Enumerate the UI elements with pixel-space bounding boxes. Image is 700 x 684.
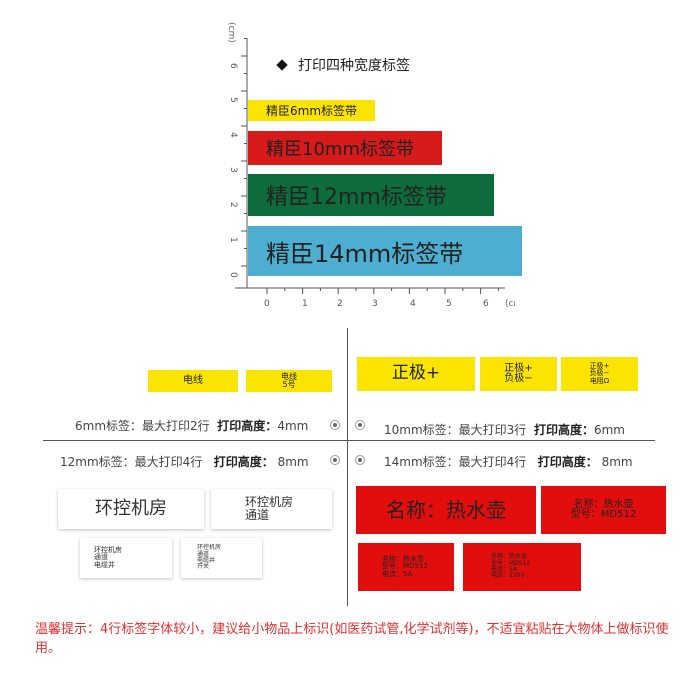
tape-12mm: 精臣12mm标签带	[248, 174, 494, 216]
sample-12mm-1line: 环控机房	[58, 489, 204, 529]
sample-14mm-1line: 名称：热水壶	[356, 486, 536, 534]
spec-14mm: 14mm标签：最大打印4行 打印高度： 8mm	[384, 455, 633, 469]
tape-14mm: 精臣14mm标签带	[248, 226, 522, 276]
warm-tip: 温馨提示：4行标签字体较小，建议给小物品上标识(如医药试管,化学试剂等)，不适宜…	[35, 622, 669, 656]
ruler-unit-x: (cm)	[505, 299, 515, 309]
sample-10mm-3line: 正极+ 负极− 电阻Ω	[561, 357, 638, 391]
sample-14mm-2line: 名称：热水壶 型号：MD512	[541, 486, 666, 534]
sample-10mm-2line: 正极+ 负极−	[480, 357, 557, 391]
x-tick-3: 3	[372, 299, 378, 309]
y-tick-4: 4	[228, 132, 238, 138]
sample-14mm-4line: 名称：热水壶 型号：MD512 电流：5A 电压：220V	[463, 543, 581, 591]
tape-10mm-label: 精臣10mm标签带	[266, 139, 414, 160]
y-tick-3: 3	[228, 167, 238, 173]
x-tick-1: 1	[302, 299, 308, 309]
sample-6mm-1line: 电线	[148, 370, 238, 392]
radio-6mm-icon[interactable]	[330, 420, 340, 430]
x-tick-6: 6	[483, 299, 489, 309]
x-tick-4: 4	[410, 299, 416, 309]
row-divider	[43, 440, 655, 441]
tape-6mm: 精臣6mm标签带	[248, 100, 375, 121]
y-tick-0: 0	[228, 272, 238, 278]
tape-12mm-label: 精臣12mm标签带	[266, 185, 447, 210]
spec-6mm: 6mm标签：最大打印2行 打印高度：4mm	[75, 419, 309, 433]
y-tick-6: 6	[228, 63, 238, 69]
radio-14mm-icon[interactable]	[355, 455, 365, 465]
spec-12mm: 12mm标签：最大打印4行 打印高度： 8mm	[60, 455, 309, 469]
y-tick-5: 5	[228, 97, 238, 103]
y-tick-2: 2	[228, 202, 238, 208]
x-tick-5: 5	[446, 299, 452, 309]
ruler-axes: (cm) (cm) 6 5 4 3 2 1 0 0 1 2 3 4 5 6	[226, 22, 515, 309]
radio-12mm-icon[interactable]	[330, 455, 340, 465]
sample-6mm-2line: 电线 5号	[246, 370, 332, 392]
tape-6mm-label: 精臣6mm标签带	[266, 104, 358, 118]
sample-12mm-2line: 环控机房 通道	[211, 489, 332, 529]
spec-10mm: 10mm标签：最大打印3行 打印高度：6mm	[384, 423, 625, 437]
x-tick-2: 2	[337, 299, 343, 309]
ruler-unit-y: (cm)	[226, 22, 236, 43]
center-divider	[347, 328, 348, 606]
x-tick-0: 0	[264, 299, 270, 309]
radio-10mm-icon[interactable]	[355, 420, 365, 430]
sample-14mm-3line: 名称：热水壶 型号：MD512 电流：5A	[358, 543, 454, 591]
sample-12mm-4line: 环控机房 通道 电缆井 开关	[181, 538, 262, 578]
y-tick-1: 1	[228, 237, 238, 243]
tape-10mm: 精臣10mm标签带	[248, 131, 442, 165]
sample-10mm-1line: 正极+	[357, 357, 475, 391]
page-title: 打印四种宽度标签	[298, 58, 410, 74]
sample-12mm-3line: 环控机房 通道 电缆井	[80, 538, 172, 578]
tape-14mm-label: 精臣14mm标签带	[266, 239, 464, 268]
